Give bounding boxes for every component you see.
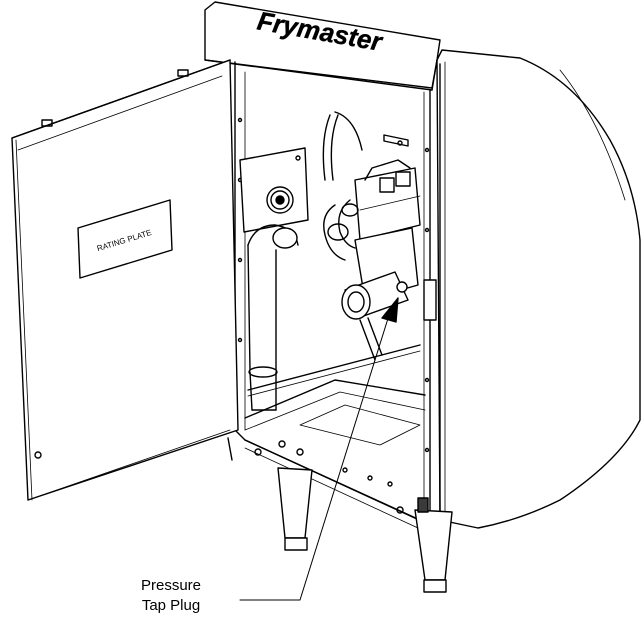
callout-line-2: Tap Plug [141, 597, 201, 614]
front-panel-block [417, 497, 429, 513]
rating-plate: RATING PLATE [77, 199, 173, 279]
legs [227, 437, 453, 593]
hood: Frymaster [204, 1, 441, 91]
flue-pipe [247, 224, 299, 411]
pressure-tap-arrow [239, 297, 399, 601]
gas-valve-assembly [322, 111, 437, 361]
thermostat-bracket [239, 147, 309, 233]
open-door: RATING PLATE [11, 59, 239, 501]
cabinet-body [436, 49, 641, 529]
callout-line-1: Pressure [140, 577, 202, 594]
pressure-tap-plug-label: Pressure Tap Plug [106, 576, 236, 616]
